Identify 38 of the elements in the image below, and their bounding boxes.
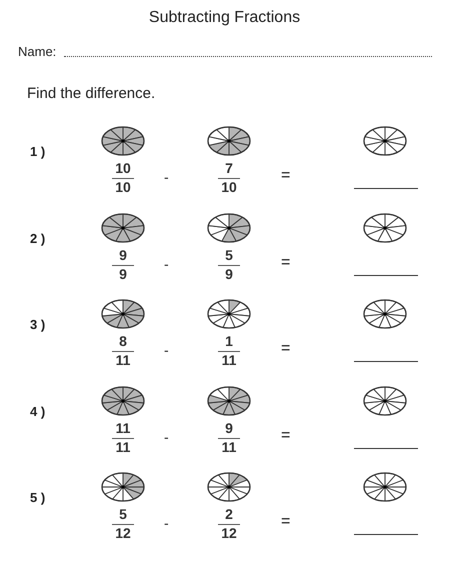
denominator: 12 xyxy=(220,525,238,541)
equals-sign: = xyxy=(281,426,290,444)
denominator: 10 xyxy=(220,179,238,195)
numerator: 9 xyxy=(224,420,234,436)
question-number: 5 ) xyxy=(30,490,46,505)
numerator: 10 xyxy=(114,160,132,176)
numerator: 2 xyxy=(224,506,234,522)
denominator: 11 xyxy=(220,352,238,368)
worksheet-title: Subtracting Fractions xyxy=(148,9,302,27)
question-number: 1 ) xyxy=(30,144,46,159)
denominator: 9 xyxy=(224,266,234,282)
numerator: 7 xyxy=(224,160,234,176)
denominator: 12 xyxy=(114,525,132,541)
minus-sign: - xyxy=(164,169,169,185)
equals-sign: = xyxy=(281,167,290,185)
minus-sign: - xyxy=(164,428,169,444)
numerator: 11 xyxy=(114,420,132,436)
equals-sign: = xyxy=(281,340,290,358)
numerator: 1 xyxy=(224,333,234,349)
minus-sign: - xyxy=(164,342,169,358)
instruction-text: Find the difference. xyxy=(27,85,156,102)
question-number: 4 ) xyxy=(30,404,46,418)
equals-sign: = xyxy=(281,254,290,272)
minus-sign: - xyxy=(164,256,169,272)
denominator: 10 xyxy=(114,179,132,195)
denominator: 9 xyxy=(118,266,128,282)
numerator: 5 xyxy=(118,506,128,522)
question-number: 2 ) xyxy=(30,230,46,246)
question-number: 3 ) xyxy=(30,317,46,332)
denominator: 11 xyxy=(220,438,238,454)
equals-sign: = xyxy=(281,513,290,531)
minus-sign: - xyxy=(164,515,169,531)
numerator: 9 xyxy=(118,246,128,262)
numerator: 5 xyxy=(224,246,234,262)
denominator: 11 xyxy=(114,438,132,454)
denominator: 11 xyxy=(114,352,132,368)
numerator: 8 xyxy=(118,333,128,349)
name-label: Name: xyxy=(18,44,56,59)
